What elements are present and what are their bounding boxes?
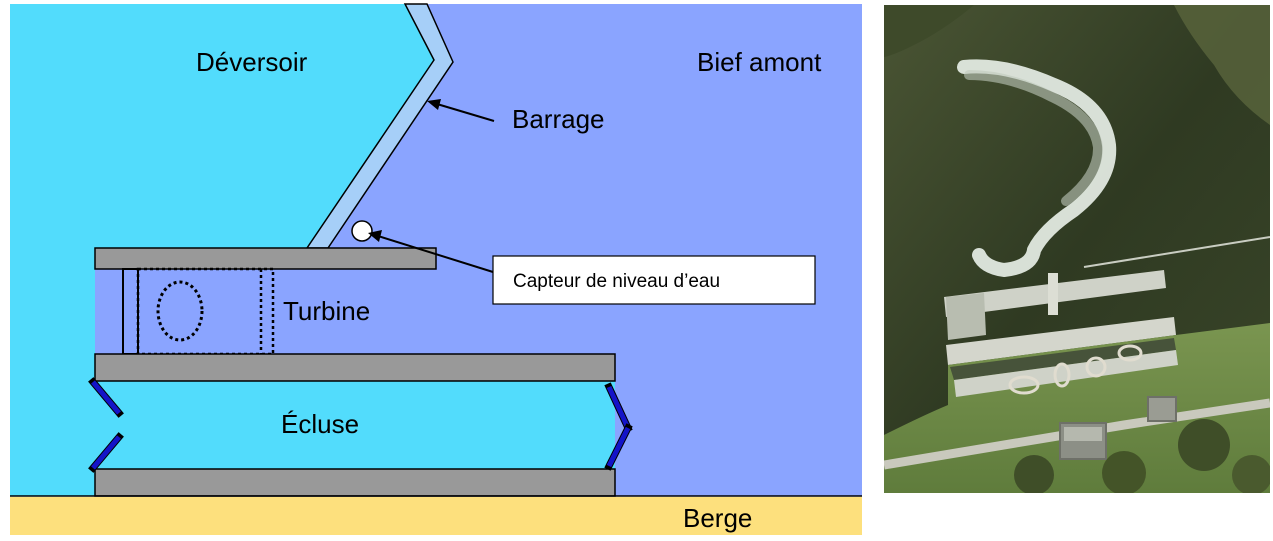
sensor-callout-box [492, 255, 816, 305]
photo-flowerbed-1 [1008, 375, 1040, 395]
photo-flowerbed-4 [1117, 344, 1143, 362]
lock-gate-downstream-bottom-fill [91, 435, 121, 470]
dam-callout-arrowhead [427, 99, 441, 110]
spillway-area [10, 4, 434, 496]
turbine-runner [156, 280, 204, 342]
lock-chamber-water [95, 380, 615, 470]
dam-callout-arrow [436, 103, 495, 122]
photo-flowerbed-3 [1085, 356, 1107, 378]
photo-sluice-pier [1048, 273, 1058, 315]
sensor-callout-arrow [377, 235, 494, 273]
lock-lower-wall [94, 468, 616, 497]
aerial-photo [884, 5, 1270, 493]
photo-tree-3 [1178, 419, 1230, 471]
water-level-sensor [351, 220, 373, 242]
sensor-callout-arrowhead [368, 230, 382, 242]
photo-tree-4 [1232, 455, 1270, 493]
label-sensor: Capteur de niveau d’eau [513, 271, 720, 292]
label-dam: Barrage [512, 104, 605, 134]
bank-area [10, 497, 862, 535]
lock-gate-downstream-top-fill [91, 380, 121, 415]
label-spillway: Déversoir [196, 47, 308, 77]
lock-upper-wall [94, 353, 616, 382]
label-lock: Écluse [281, 409, 359, 439]
photo-cable-line [1083, 236, 1270, 268]
photo-weir-foam-spray [964, 70, 1103, 206]
photo-house-2 [1147, 396, 1177, 422]
label-upstream-reach: Bief amont [697, 47, 822, 77]
photo-road [884, 398, 1270, 470]
photo-trees-top-right [1174, 5, 1270, 125]
photo-tree-2 [1102, 451, 1146, 493]
photo-weir-foam [957, 59, 1117, 278]
lock-gate-upstream-bottom-fill [606, 426, 631, 468]
turbine-top-wall [94, 247, 437, 270]
label-bank: Berge [683, 503, 752, 533]
photo-house-1-roof [1064, 427, 1102, 441]
photo-lock-wall-upper [946, 317, 1176, 365]
photo-tree-1 [1014, 455, 1054, 493]
lock-gate-upstream-top-fill [606, 385, 631, 430]
photo-turbine-building [946, 293, 986, 340]
photo-trees-top-left [884, 5, 974, 57]
label-turbine: Turbine [283, 296, 370, 326]
photo-flowerbed-2 [1053, 362, 1071, 388]
